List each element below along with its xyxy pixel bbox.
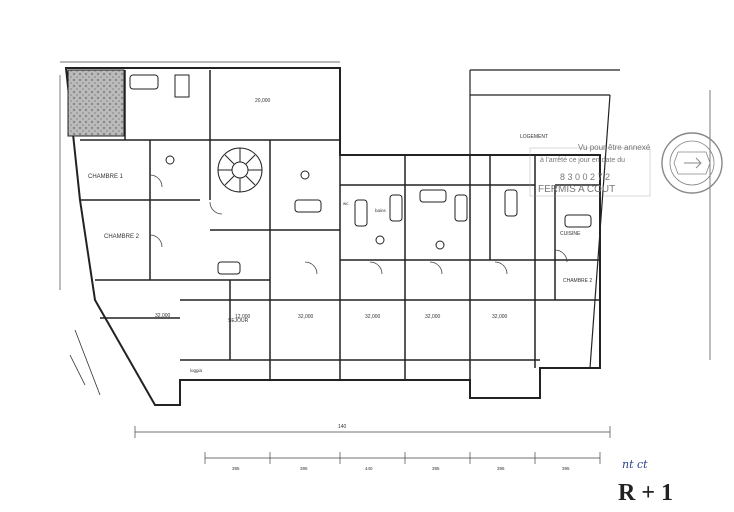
bathroom-fixtures <box>129 74 592 275</box>
level-label: R + 1 <box>618 480 673 506</box>
room-label-loggia: loggia <box>190 368 203 373</box>
door-swings <box>149 174 568 275</box>
approval-stamp: Vu pour être annexé à l'arrêté ce jour e… <box>529 143 651 197</box>
dimension-value: 395 <box>562 466 570 471</box>
dimension-value: 395 <box>232 466 240 471</box>
dimension-value: 395 <box>432 466 440 471</box>
room-label-sejour: SEJOUR <box>228 318 249 324</box>
area-label: 32,000 <box>425 314 441 320</box>
room-label-wc: wc <box>343 201 349 206</box>
area-label: 20,000 <box>255 98 271 104</box>
room-label-chambre-1: CHAMBRE 1 <box>88 174 124 180</box>
room-label-chambre-2: CHAMBRE 2 <box>104 234 140 240</box>
room-label-bains: bains <box>375 208 387 213</box>
room-label-logement: LOGEMENT <box>520 134 548 140</box>
spiral-stair <box>217 147 263 193</box>
dimension-value: 395 <box>300 466 308 471</box>
stamp-line-2: à l'arrêté ce jour en date du <box>540 157 625 164</box>
building-outline <box>64 67 601 406</box>
area-label: 32,000 <box>298 314 314 320</box>
room-label-chambre-right: CHAMBRE 2 <box>563 278 592 284</box>
signature: nt ct <box>622 458 648 471</box>
room-label-cuisine: CUISINE <box>560 231 581 237</box>
hatched-area <box>67 69 125 137</box>
area-label: 32,000 <box>365 314 381 320</box>
dimension-lines <box>59 61 711 464</box>
right-annex <box>469 69 620 369</box>
stamp-number: 8 3 0 0 2 7 2 <box>560 172 610 182</box>
round-seal <box>661 132 723 194</box>
dimension-total: 140 <box>338 424 347 430</box>
area-label: 32,000 <box>155 313 171 319</box>
stamp-word: FERMIS A COUT <box>538 184 615 195</box>
area-label: 12,000 <box>235 314 251 320</box>
dimension-value: 395 <box>497 466 505 471</box>
entry-arrow <box>69 329 101 396</box>
interior-walls <box>80 70 600 380</box>
area-label: 32,000 <box>492 314 508 320</box>
dimension-value: 440 <box>365 466 373 471</box>
stamp-line-1: Vu pour être annexé <box>578 143 651 152</box>
